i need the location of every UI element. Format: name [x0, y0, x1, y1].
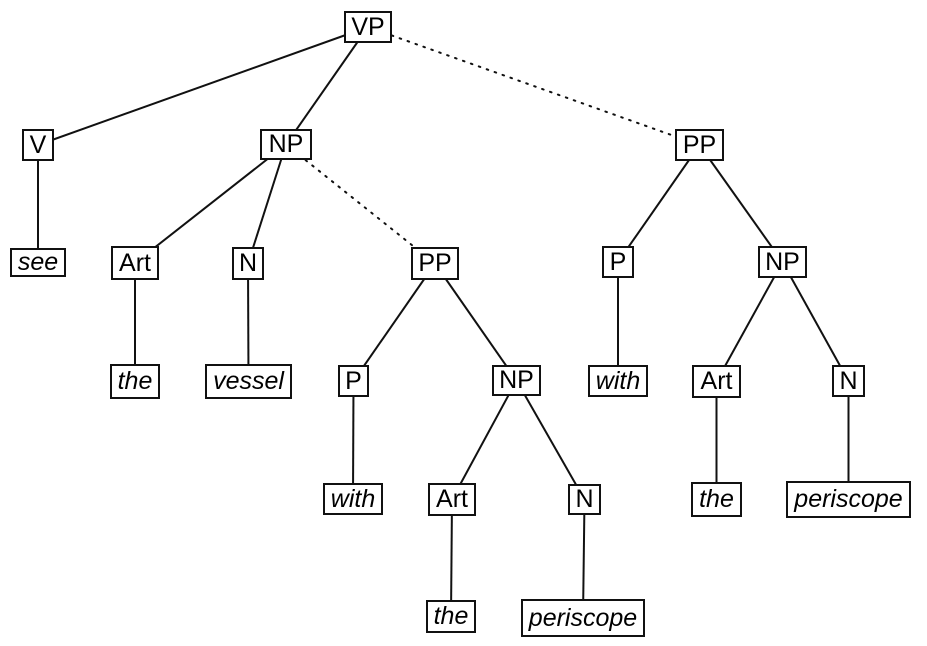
tree-edge-np_obj-art_l — [134, 143, 287, 264]
tree-edge-np_r-art_r — [715, 261, 784, 382]
tree-edge-vp-v — [37, 26, 369, 146]
tree-edge-np_m-n_m — [515, 380, 586, 500]
tree-node-np-right: NP — [758, 246, 807, 278]
tree-node-p-middle: P — [338, 365, 369, 397]
tree-edge-np_m-art_m — [451, 380, 518, 500]
tree-node-np-middle: NP — [492, 365, 541, 396]
tree-edge-pp_low-p_m — [352, 262, 436, 382]
tree-node-vp: VP — [344, 11, 392, 43]
tree-node-pp-low: PP — [411, 247, 459, 280]
tree-node-v: V — [22, 129, 54, 161]
tree-edge-n_l-vessel — [247, 263, 250, 382]
tree-node-n-middle: N — [568, 484, 601, 515]
tree-edge-np_r-n_r — [781, 261, 850, 382]
tree-node-np-object: NP — [260, 129, 312, 160]
tree-node-art-middle: Art — [428, 483, 476, 516]
tree-leaf-periscope-middle: periscope — [521, 599, 645, 637]
tree-leaf-the-right: the — [691, 482, 742, 517]
tree-node-art-right: Art — [692, 365, 741, 398]
tree-edge-vp-pp_high — [367, 26, 701, 146]
tree-node-n-right: N — [832, 365, 865, 397]
tree-node-n-left: N — [232, 247, 264, 280]
tree-edge-pp_high-np_r — [698, 144, 784, 263]
tree-leaf-with-right: with — [588, 365, 648, 397]
tree-edge-vp-np_obj — [285, 26, 369, 146]
tree-edge-pp_high-p_r — [617, 144, 701, 263]
tree-node-art-left: Art — [111, 246, 159, 280]
tree-leaf-vessel: vessel — [205, 364, 292, 399]
tree-edge-np_obj-pp_low — [285, 143, 436, 265]
tree-leaf-see: see — [10, 248, 66, 277]
tree-leaf-the-middle: the — [426, 600, 476, 633]
tree-edge-p_m-with_m — [352, 380, 355, 500]
tree-leaf-with-middle: with — [323, 483, 383, 515]
tree-edge-pp_low-np_m — [434, 262, 518, 382]
tree-leaf-the-left: the — [110, 364, 160, 399]
tree-node-p-right: P — [602, 246, 634, 278]
tree-node-pp-high: PP — [675, 129, 724, 161]
tree-leaf-periscope-right: periscope — [786, 481, 911, 518]
tree-edge-n_m-periscope_m — [582, 499, 586, 619]
tree-edge-np_obj-n_l — [247, 144, 287, 264]
tree-edge-art_m-the_m — [450, 499, 453, 617]
